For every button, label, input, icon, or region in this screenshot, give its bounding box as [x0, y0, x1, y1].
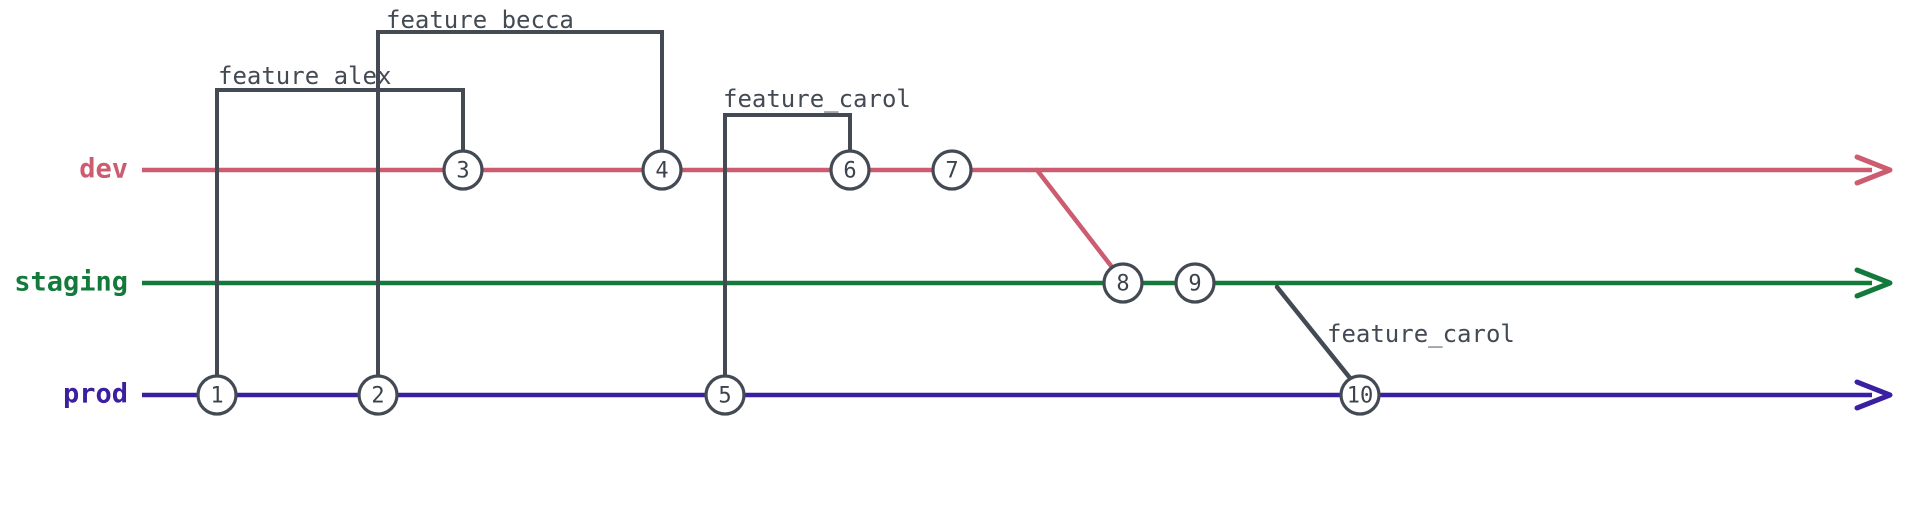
- commit-node-circle-1[interactable]: [196, 374, 238, 416]
- commit-node-circle-3[interactable]: [442, 149, 484, 191]
- commit-node-label-9: 9: [1188, 272, 1201, 297]
- commit-node-5[interactable]: 5: [704, 374, 746, 416]
- commit-node-circle-7[interactable]: [931, 149, 973, 191]
- merge-lines-group: [1034, 167, 1353, 381]
- commit-node-circle-10[interactable]: [1339, 374, 1381, 416]
- commit-node-label-5: 5: [718, 384, 731, 409]
- commit-node-circle-2[interactable]: [357, 374, 399, 416]
- lane-labels-group: dev staging prod: [14, 154, 128, 410]
- lane-label-dev: dev: [79, 154, 128, 185]
- commit-node-1[interactable]: 1: [196, 374, 238, 416]
- commit-node-8[interactable]: 8: [1102, 262, 1144, 304]
- feature-branch-path-feature_becca: [376, 30, 664, 376]
- commit-node-circle-4[interactable]: [641, 149, 683, 191]
- branch-label-feature_carol_lower: feature_carol: [723, 85, 911, 113]
- commit-node-6[interactable]: 6: [829, 149, 871, 191]
- commit-node-label-7: 7: [945, 159, 958, 184]
- branch-labels-group: feature_alexfeature_beccafeature_carolfe…: [218, 6, 1515, 348]
- commit-node-9[interactable]: 9: [1174, 262, 1216, 304]
- commit-node-10[interactable]: 10: [1339, 374, 1381, 416]
- commit-node-label-8: 8: [1116, 272, 1129, 297]
- commit-node-label-4: 4: [655, 159, 668, 184]
- merge-line-merge_staging_to_prod: [1274, 284, 1353, 381]
- lane-label-staging: staging: [14, 267, 128, 298]
- commit-nodes-group: 1 2 3 4 5 6 7 8 9 10: [196, 149, 1381, 416]
- commit-node-label-10: 10: [1347, 384, 1374, 409]
- arrowhead-prod-arrow: [1854, 379, 1893, 411]
- commit-node-label-1: 1: [210, 384, 223, 409]
- arrowhead-dev-arrow: [1854, 154, 1893, 186]
- lane-lines-group: [142, 167, 1872, 398]
- arrowheads-group: [1854, 154, 1893, 411]
- commit-node-3[interactable]: 3: [442, 149, 484, 191]
- commit-node-7[interactable]: 7: [931, 149, 973, 191]
- lane-label-prod: prod: [63, 379, 128, 410]
- commit-node-circle-8[interactable]: [1102, 262, 1144, 304]
- commit-node-label-2: 2: [371, 384, 384, 409]
- commit-node-circle-9[interactable]: [1174, 262, 1216, 304]
- feature-branch-path-feature_carol_lower: [723, 113, 852, 376]
- commit-node-circle-5[interactable]: [704, 374, 746, 416]
- merge-line-merge_dev_to_staging: [1034, 167, 1118, 274]
- feature-branch-paths-group: [215, 30, 852, 376]
- arrowhead-staging-arrow: [1854, 267, 1893, 299]
- commit-node-circle-6[interactable]: [829, 149, 871, 191]
- commit-node-label-3: 3: [456, 159, 469, 184]
- feature-branch-path-feature_alex: [215, 88, 465, 376]
- branch-label-feature_becca: feature_becca: [386, 6, 574, 34]
- branch-label-feature_alex: feature_alex: [218, 62, 391, 90]
- commit-node-4[interactable]: 4: [641, 149, 683, 191]
- merge-label-merge_staging_to_prod: feature_carol: [1327, 320, 1515, 348]
- commit-node-label-6: 6: [843, 159, 856, 184]
- commit-node-2[interactable]: 2: [357, 374, 399, 416]
